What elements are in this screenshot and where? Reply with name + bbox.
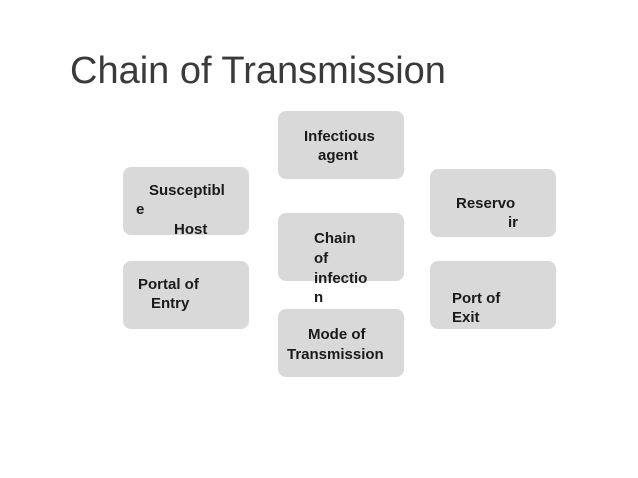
reservoir-box: Reservo ir — [430, 169, 556, 237]
mode-of-transmission-line-2: Transmission — [287, 346, 384, 363]
susceptible-host-line-3: Host — [174, 221, 208, 238]
chain-of-infection-line-1: Chain — [314, 230, 356, 247]
portal-of-entry-line-2: Entry — [151, 295, 190, 312]
port-of-exit-box: Port of Exit — [430, 261, 556, 329]
slide-title: Chain of Transmission — [70, 50, 446, 92]
infectious-agent-line-1: Infectious — [304, 128, 375, 145]
mode-of-transmission-box: Mode of Transmission — [278, 309, 404, 377]
chain-of-infection-line-3: infectio — [314, 270, 368, 287]
mode-of-transmission-line-1: Mode of — [308, 326, 366, 343]
reservoir-line-1: Reservo — [456, 195, 516, 212]
infectious-agent-box: Infectious agent — [278, 111, 404, 179]
portal-of-entry-line-1: Portal of — [138, 276, 199, 293]
reservoir-line-2: ir — [508, 214, 519, 231]
susceptible-host-box: Susceptibl e Host — [123, 167, 249, 238]
port-of-exit-line-1: Port of — [452, 290, 501, 307]
susceptible-host-line-1: Susceptibl — [149, 182, 225, 199]
chain-of-infection-line-4: n — [314, 289, 324, 306]
port-of-exit-line-2: Exit — [452, 309, 480, 326]
infectious-agent-line-2: agent — [318, 147, 359, 164]
chain-of-infection-box: Chain of infectio n — [278, 213, 404, 306]
chain-of-infection-line-2: of — [314, 250, 329, 267]
susceptible-host-line-2: e — [136, 201, 145, 218]
portal-of-entry-box: Portal of Entry — [123, 261, 249, 329]
